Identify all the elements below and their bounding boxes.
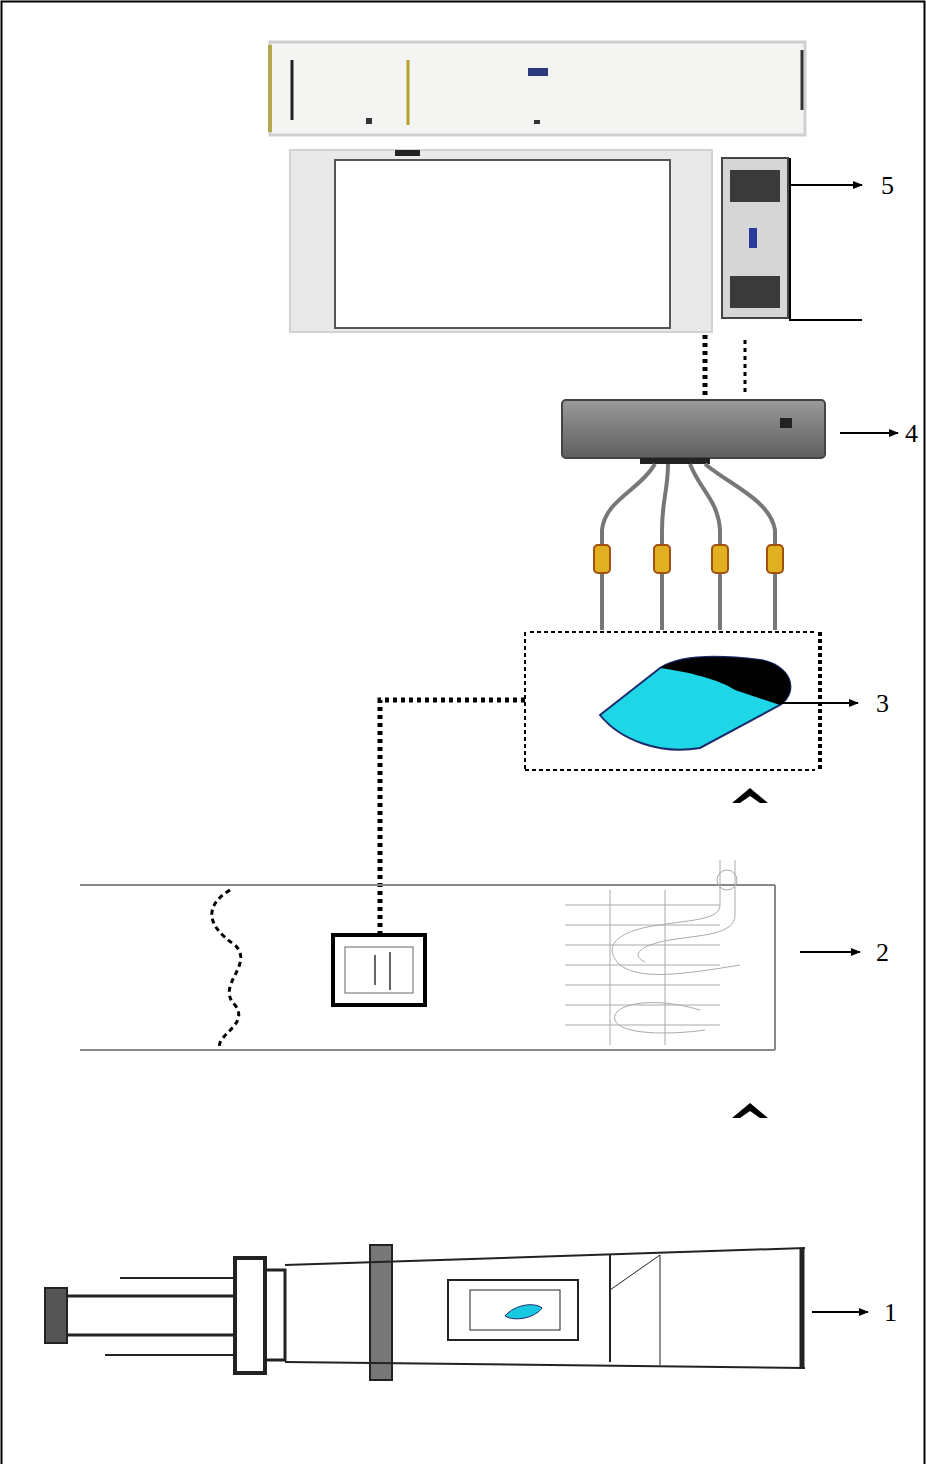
callout-number: 3	[876, 691, 889, 717]
callout-number: 1	[884, 1300, 897, 1326]
callout-number: 5	[881, 173, 894, 199]
callout-number: 2	[876, 940, 889, 966]
callout-number: 4	[905, 421, 918, 447]
